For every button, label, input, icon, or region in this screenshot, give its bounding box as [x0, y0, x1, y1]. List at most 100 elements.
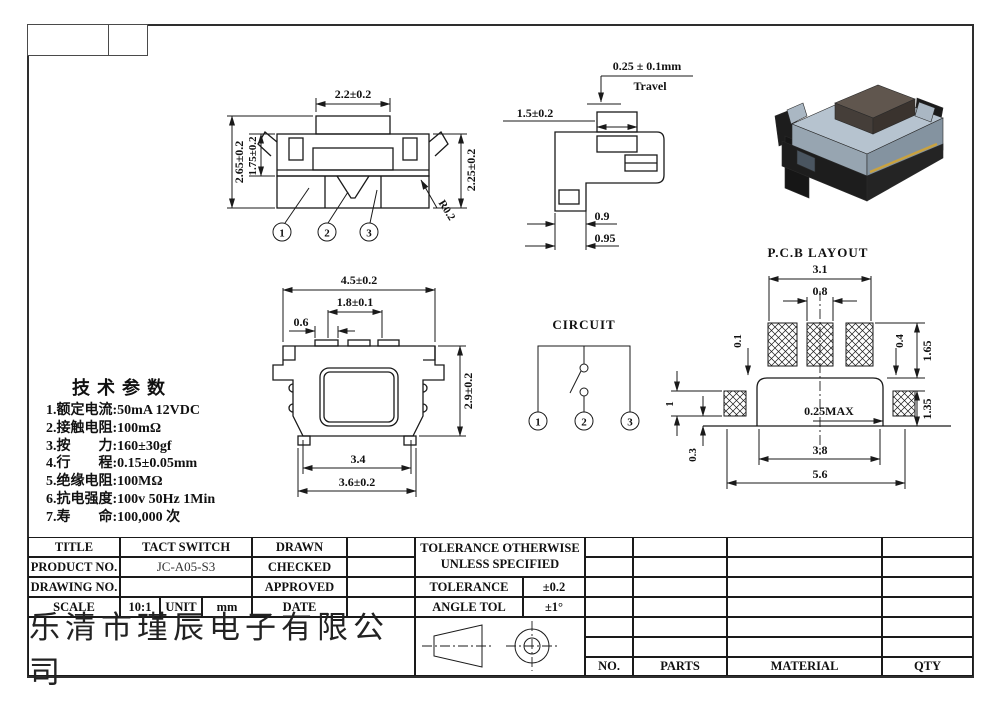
side-travel-value: 0.25 ± 0.1mm — [613, 59, 682, 73]
approved-value-cell — [347, 577, 415, 597]
circuit-terminal-1: 1 — [535, 417, 541, 429]
parts-cell — [727, 557, 882, 577]
circuit-diagram: CIRCUIT 1 2 3 — [528, 317, 640, 431]
scale-value-cell: 10:1 — [120, 597, 160, 617]
front-dim-right: 2.25±0.2 — [464, 149, 478, 192]
parts-cell — [882, 617, 973, 637]
parts-cell — [585, 557, 633, 577]
side-dim-lower1: 0.9 — [595, 209, 610, 223]
drawing-frame — [27, 24, 974, 678]
render-shapes — [774, 84, 944, 202]
scale-label-cell: SCALE — [28, 597, 120, 617]
front-radius-label: R0.2 — [436, 198, 458, 223]
parts-cell — [633, 557, 727, 577]
parts-cell — [882, 637, 973, 657]
pcb-dim-pad-span: 3.1 — [813, 262, 828, 276]
tolerance-header-cell: TOLERANCE OTHERWISE UNLESS SPECIFIED — [415, 537, 585, 577]
side-travel-word: Travel — [633, 79, 667, 93]
pcb-title: P.C.B LAYOUT — [768, 245, 869, 260]
pcb-dim-side-pad-height: 1 — [664, 401, 676, 407]
tech-param-3: 3.按 力:160±30gf — [46, 438, 172, 454]
parts-cell — [633, 637, 727, 657]
pcb-dim-total-width: 5.6 — [813, 467, 828, 481]
parts-header-qty: QTY — [882, 657, 973, 676]
product-no-label-cell: PRODUCT NO. — [28, 557, 120, 577]
parts-cell — [727, 617, 882, 637]
unit-label-cell: UNIT — [160, 597, 202, 617]
projection-symbol-cell — [415, 617, 585, 676]
pcb-dim-gap-left: 0.1 — [732, 334, 744, 348]
drawn-value-cell — [347, 537, 415, 557]
parts-cell — [585, 617, 633, 637]
parts-cell — [633, 537, 727, 557]
circuit-title: CIRCUIT — [552, 317, 615, 332]
tech-parameters-title: 技术参数 — [72, 378, 172, 398]
tolerance-label-cell: TOLERANCE — [415, 577, 523, 597]
side-view-dimensions — [503, 75, 693, 250]
pcb-layout-drawing: P.C.B LAYOUT 3.1 0.8 0.1 0.4 1.65 1.35 1… — [664, 245, 951, 489]
checked-label-cell: CHECKED — [252, 557, 347, 577]
tolerance-header-line2: UNLESS SPECIFIED — [440, 557, 560, 571]
parts-header-material: MATERIAL — [727, 657, 882, 676]
checked-value-cell — [347, 557, 415, 577]
title-label-cell: TITLE — [28, 537, 120, 557]
date-label-cell: DATE — [252, 597, 347, 617]
parts-cell — [882, 537, 973, 557]
company-name: 乐清市瑾辰电子有限公司 — [29, 609, 389, 690]
pcb-pads — [723, 322, 916, 417]
angle-tol-label-cell: ANGLE TOL — [415, 597, 523, 617]
revision-box-cell-2 — [108, 24, 148, 56]
side-view-outline — [554, 111, 665, 212]
front-callout-3: 3 — [366, 228, 372, 240]
front-dim-top: 2.2±0.2 — [335, 87, 372, 101]
pcb-dim-body-width: 3.8 — [813, 443, 828, 457]
tech-parameters: 技术参数 1.额定电流:50mA 12VDC 2.接触电阻:100mΩ 3.按 … — [46, 374, 296, 527]
pcb-dim-gap-right: 0.4 — [894, 334, 906, 348]
pcb-dim-pad-width: 0.8 — [813, 284, 828, 298]
approved-label-cell: APPROVED — [252, 577, 347, 597]
top-view-outline — [272, 339, 445, 446]
front-view-outline — [257, 115, 449, 209]
parts-header-no: NO. — [585, 657, 633, 676]
pcb-dim-side-height: 1.35 — [920, 399, 934, 420]
parts-header-parts: PARTS — [633, 657, 727, 676]
tech-param-5: 5.绝缘电阻:100MΩ — [46, 474, 163, 490]
front-view-drawing: 2.2±0.2 2.65±0.2 1.75±0.2 2.25±0.2 R0.2 … — [227, 87, 478, 242]
pcb-dim-side-pad-offset: 0.3 — [687, 448, 699, 462]
plan-dim-outer-width: 4.5±0.2 — [341, 273, 378, 287]
tolerance-value-cell: ±0.2 — [523, 577, 585, 597]
unit-value-cell: mm — [202, 597, 252, 617]
top-view-dimensions — [282, 287, 466, 497]
circuit-terminal-3: 3 — [627, 417, 633, 429]
side-view-drawing: 0.25 ± 0.1mm Travel 1.5±0.2 0.9 0.95 — [503, 59, 693, 250]
front-dim-left-inner: 1.75±0.2 — [247, 136, 259, 176]
pcb-dimensions — [671, 276, 925, 489]
circuit-lines — [528, 345, 640, 431]
plan-dim-height: 2.9±0.2 — [461, 373, 475, 410]
pcb-dim-clearance: 0.25MAX — [804, 404, 854, 418]
front-dim-left-outer: 2.65±0.2 — [232, 141, 246, 184]
parts-cell — [727, 577, 882, 597]
top-view-drawing: 4.5±0.2 1.8±0.1 0.6 2.9±0.2 3.4 3.6±0.2 — [272, 273, 475, 497]
title-value-cell: TACT SWITCH — [120, 537, 252, 557]
product-no-value-cell: JC-A05-S3 — [120, 557, 252, 577]
parts-cell — [882, 557, 973, 577]
parts-cell — [633, 577, 727, 597]
projection-symbol — [422, 621, 558, 671]
parts-cell — [727, 637, 882, 657]
tech-param-7: 7.寿 命:100,000 次 — [46, 509, 181, 525]
parts-cell — [585, 597, 633, 617]
drawing-no-value-cell — [120, 577, 252, 597]
plan-dim-terminal-width: 0.6 — [294, 315, 309, 329]
product-3d-render — [774, 84, 944, 202]
parts-cell — [727, 597, 882, 617]
parts-cell — [585, 537, 633, 557]
front-callout-2: 2 — [324, 228, 330, 240]
tolerance-header-line1: TOLERANCE OTHERWISE — [420, 541, 580, 556]
plan-dim-terminal-span: 1.8±0.1 — [337, 295, 374, 309]
drawn-label-cell: DRAWN — [252, 537, 347, 557]
tech-param-4: 4.行 程:0.15±0.05mm — [46, 456, 198, 472]
date-value-cell — [347, 597, 415, 617]
front-callout-1: 1 — [279, 228, 285, 240]
